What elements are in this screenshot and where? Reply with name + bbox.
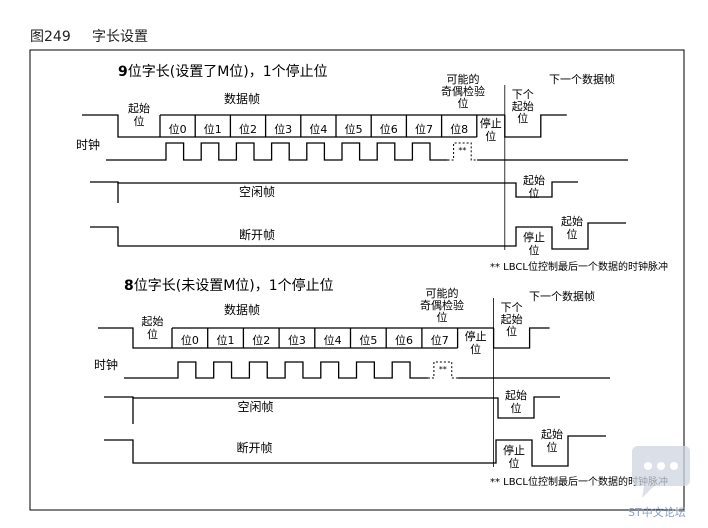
d1-next-start-label-line-2: 位 — [506, 324, 517, 338]
d0-clock-mark: ** — [458, 146, 466, 155]
d0-bit-label-6: 位6 — [380, 122, 398, 136]
d1-stop-bit-label-line-0: 停止 — [465, 329, 487, 343]
d0-next-start-label-line-0: 下个 — [512, 88, 534, 101]
figure-frame — [29, 49, 685, 511]
d1-stop-bit-label-line-1: 位 — [470, 342, 481, 356]
d0-break-start-label-line-1: 位 — [567, 227, 578, 241]
d1-start-bit-label-line-0: 起始 — [142, 314, 164, 328]
d1-next-start-label-line-0: 下个 — [501, 301, 523, 314]
d1-parity-label-line-1: 奇偶检验 — [420, 298, 464, 312]
d0-frame-start-wave — [82, 114, 160, 138]
d1-break-start-label-line-0: 起始 — [541, 427, 563, 441]
d1-break-stop-label-line-0: 停止 — [503, 443, 525, 457]
d1-bit-label-1: 位1 — [217, 333, 235, 347]
d0-parity-label-line-0: 可能的 — [447, 72, 480, 86]
d1-data-frame-label: 数据帧 — [224, 302, 260, 317]
d0-title-prefix: 9 — [118, 64, 128, 80]
d0-bit-label-5: 位5 — [345, 122, 363, 136]
d1-next-start-wave — [492, 327, 550, 349]
d0-parity-label-line-2: 位 — [458, 96, 469, 110]
d1-clock-label: 时钟 — [94, 357, 118, 372]
d1-bit-label-7: 位7 — [431, 333, 449, 347]
d1-idle-start-label-line-1: 位 — [511, 401, 522, 415]
d0-start-bit-label-line-1: 位 — [134, 114, 145, 128]
d0-next-start-label-line-2: 位 — [517, 111, 528, 125]
d1-clock-mark: ** — [439, 365, 447, 374]
d1-title: 8位字长(未设置M位)，1个停止位 — [124, 277, 334, 294]
d1-title-text: 位字长(未设置M位)，1个停止位 — [134, 277, 334, 294]
d0-start-bit-label-line-0: 起始 — [128, 101, 150, 115]
d1-bit-label-3: 位3 — [288, 333, 306, 347]
d1-clock-wave — [124, 361, 428, 379]
d0-bit-label-0: 位0 — [169, 122, 187, 136]
d1-idle-start-label-line-0: 起始 — [505, 388, 527, 402]
d1-frame-start-wave — [98, 327, 172, 349]
d0-next-start-label-line-1: 起始 — [512, 99, 534, 113]
d0-clock-wave — [106, 142, 448, 161]
d0-title: 9位字长(设置了M位)，1个停止位 — [118, 63, 328, 80]
d1-next-frame-label: 下一个数据帧 — [529, 289, 595, 303]
d1-break-frame-label: 断开帧 — [236, 440, 272, 455]
d0-clock-last-pulse — [447, 142, 478, 161]
d1-idle-wave — [104, 396, 560, 419]
d0-break-wave — [90, 222, 626, 250]
d0-bit-label-4: 位4 — [309, 122, 327, 136]
d0-bit-label-3: 位3 — [274, 122, 292, 136]
d0-stop-bit-label-line-1: 位 — [485, 129, 496, 143]
d0-bit-label-1: 位1 — [204, 122, 222, 136]
d1-title-prefix: 8 — [124, 278, 134, 294]
d1-bit-label-0: 位0 — [181, 333, 199, 347]
d0-next-start-wave — [504, 114, 567, 138]
d1-note: ** LBCL位控制最后一个数据的时钟脉冲 — [490, 475, 668, 488]
d1-next-start-label-line-1: 起始 — [501, 312, 523, 326]
d0-break-frame-label: 断开帧 — [239, 227, 275, 242]
d0-bit-label-7: 位7 — [415, 122, 433, 136]
d0-title-text: 位字长(设置了M位)，1个停止位 — [128, 63, 328, 80]
d1-break-start-label-line-1: 位 — [547, 440, 558, 454]
d0-note: ** LBCL位控制最后一个数据的时钟脉冲 — [490, 260, 668, 273]
d0-idle-frame-label: 空闲帧 — [239, 185, 275, 199]
watermark-logo-icon — [632, 446, 690, 498]
watermark-text: ST中文论坛 — [628, 506, 686, 519]
d0-bit-label-8: 位8 — [450, 122, 468, 136]
d1-parity-label-line-0: 可能的 — [426, 286, 459, 300]
d0-break-stop-label-line-1: 位 — [529, 243, 540, 257]
d1-bit-label-5: 位5 — [359, 333, 377, 347]
figure-label: 图249 — [30, 29, 71, 45]
d1-idle-frame-label: 空闲帧 — [237, 400, 273, 414]
d1-break-wave — [104, 435, 606, 467]
d1-clock-last-pulse — [427, 361, 458, 379]
d0-idle-start-label-line-1: 位 — [529, 186, 540, 200]
d0-clock-label: 时钟 — [76, 137, 100, 152]
d0-break-stop-label-line-0: 停止 — [523, 230, 545, 244]
d1-parity-label-line-2: 位 — [437, 310, 448, 324]
d1-bit-label-6: 位6 — [395, 333, 413, 347]
d1-bit-label-2: 位2 — [252, 333, 270, 347]
figure-caption: 字长设置 — [92, 29, 148, 45]
d0-bit-label-2: 位2 — [239, 122, 257, 136]
d0-stop-bit-label-line-0: 停止 — [480, 116, 502, 130]
d0-break-start-label-line-0: 起始 — [561, 214, 583, 228]
d0-data-frame-label: 数据帧 — [224, 91, 260, 106]
d0-idle-start-label-line-0: 起始 — [523, 173, 545, 187]
d1-bit-label-4: 位4 — [324, 333, 342, 347]
d1-start-bit-label-line-1: 位 — [147, 327, 158, 341]
d0-next-frame-label: 下一个数据帧 — [549, 72, 615, 86]
d0-parity-label-line-1: 奇偶检验 — [441, 84, 485, 98]
d1-break-stop-label-line-1: 位 — [509, 456, 520, 470]
